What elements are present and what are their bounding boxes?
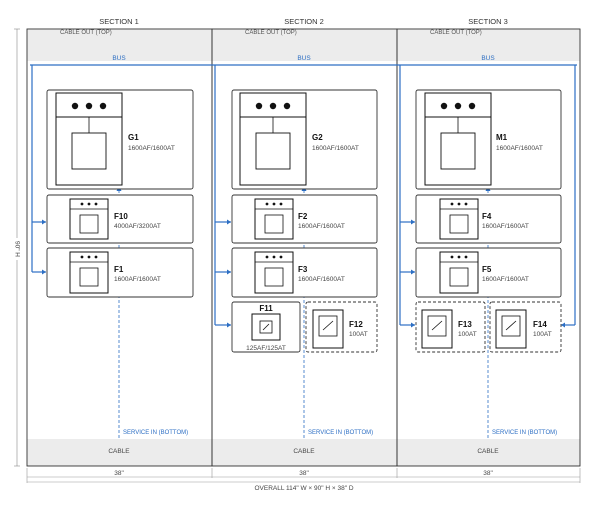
f14-id: F14 — [533, 320, 547, 329]
m1-id: M1 — [496, 133, 508, 142]
f11-rating: 125AF/125AT — [246, 345, 286, 352]
section-2-width: 38" — [299, 470, 309, 477]
section-2-cable: CABLE — [293, 448, 315, 455]
f14-rating: 100AT — [533, 331, 552, 338]
f1-id: F1 — [114, 265, 124, 274]
section-1-cable: CABLE — [108, 448, 130, 455]
f12-rating: 100AT — [349, 331, 368, 338]
f3-rating: 1600AF/1600AT — [298, 276, 345, 283]
section-2-service-in: SERVICE IN (BOTTOM) — [308, 430, 373, 436]
f13-id: F13 — [458, 320, 472, 329]
f1-rating: 1600AF/1600AT — [114, 276, 161, 283]
section-1-cable-out: CABLE OUT (TOP) — [60, 30, 112, 36]
section-1-title: SECTION 1 — [99, 17, 139, 26]
g1-rating: 1600AF/1600AT — [128, 145, 175, 152]
section-3-service-in: SERVICE IN (BOTTOM) — [492, 430, 557, 436]
section-1-service-in: SERVICE IN (BOTTOM) — [123, 430, 188, 436]
g1-id: G1 — [128, 133, 139, 142]
section-2-title: SECTION 2 — [284, 17, 324, 26]
f10-id: F10 — [114, 212, 128, 221]
section-3-frame — [396, 28, 581, 467]
g2-id: G2 — [312, 133, 323, 142]
f10-rating: 4000AF/3200AT — [114, 223, 161, 230]
section-1-bus-label: BUS — [112, 55, 126, 62]
f12-id: F12 — [349, 320, 363, 329]
f2-rating: 1600AF/1600AT — [298, 223, 345, 230]
f4-rating: 1600AF/1600AT — [482, 223, 529, 230]
section-3-bus-label: BUS — [481, 55, 495, 62]
section-1: G1 1600AF/1600AT F10 4000AF/3200AT F1 16… — [46, 89, 194, 298]
section-3-title: SECTION 3 — [468, 17, 508, 26]
f5-rating: 1600AF/1600AT — [482, 276, 529, 283]
m1-rating: 1600AF/1600AT — [496, 145, 543, 152]
section-2-bus-label: BUS — [297, 55, 311, 62]
f13-rating: 100AT — [458, 331, 477, 338]
section-3-width: 38" — [483, 470, 493, 477]
bottom-cable-zone — [27, 439, 580, 466]
section-1-width: 38" — [114, 470, 124, 477]
section-3-cable: CABLE — [477, 448, 499, 455]
section-2-cable-out: CABLE OUT (TOP) — [245, 30, 297, 36]
f11-id: F11 — [259, 304, 273, 313]
bus-arrows — [42, 219, 565, 328]
f2-id: F2 — [298, 212, 308, 221]
g2-rating: 1600AF/1600AT — [312, 145, 359, 152]
section-2: G2 1600AF/1600AT F2 1600AF/1600AT F3 160… — [231, 89, 378, 353]
overall-dimensions: OVERALL 114" W × 90" H × 38" D — [254, 485, 353, 492]
top-cable-zone — [27, 29, 580, 61]
section-3: M1 1600AF/1600AT F4 1600AF/1600AT F5 160… — [415, 89, 562, 353]
f4-id: F4 — [482, 212, 492, 221]
height-label: 90" H — [13, 241, 20, 257]
height-dimension: 90" H — [9, 28, 25, 467]
section-3-cable-out: CABLE OUT (TOP) — [430, 30, 482, 36]
f5-id: F5 — [482, 265, 492, 274]
f3-id: F3 — [298, 265, 308, 274]
width-dimensions — [26, 468, 581, 483]
